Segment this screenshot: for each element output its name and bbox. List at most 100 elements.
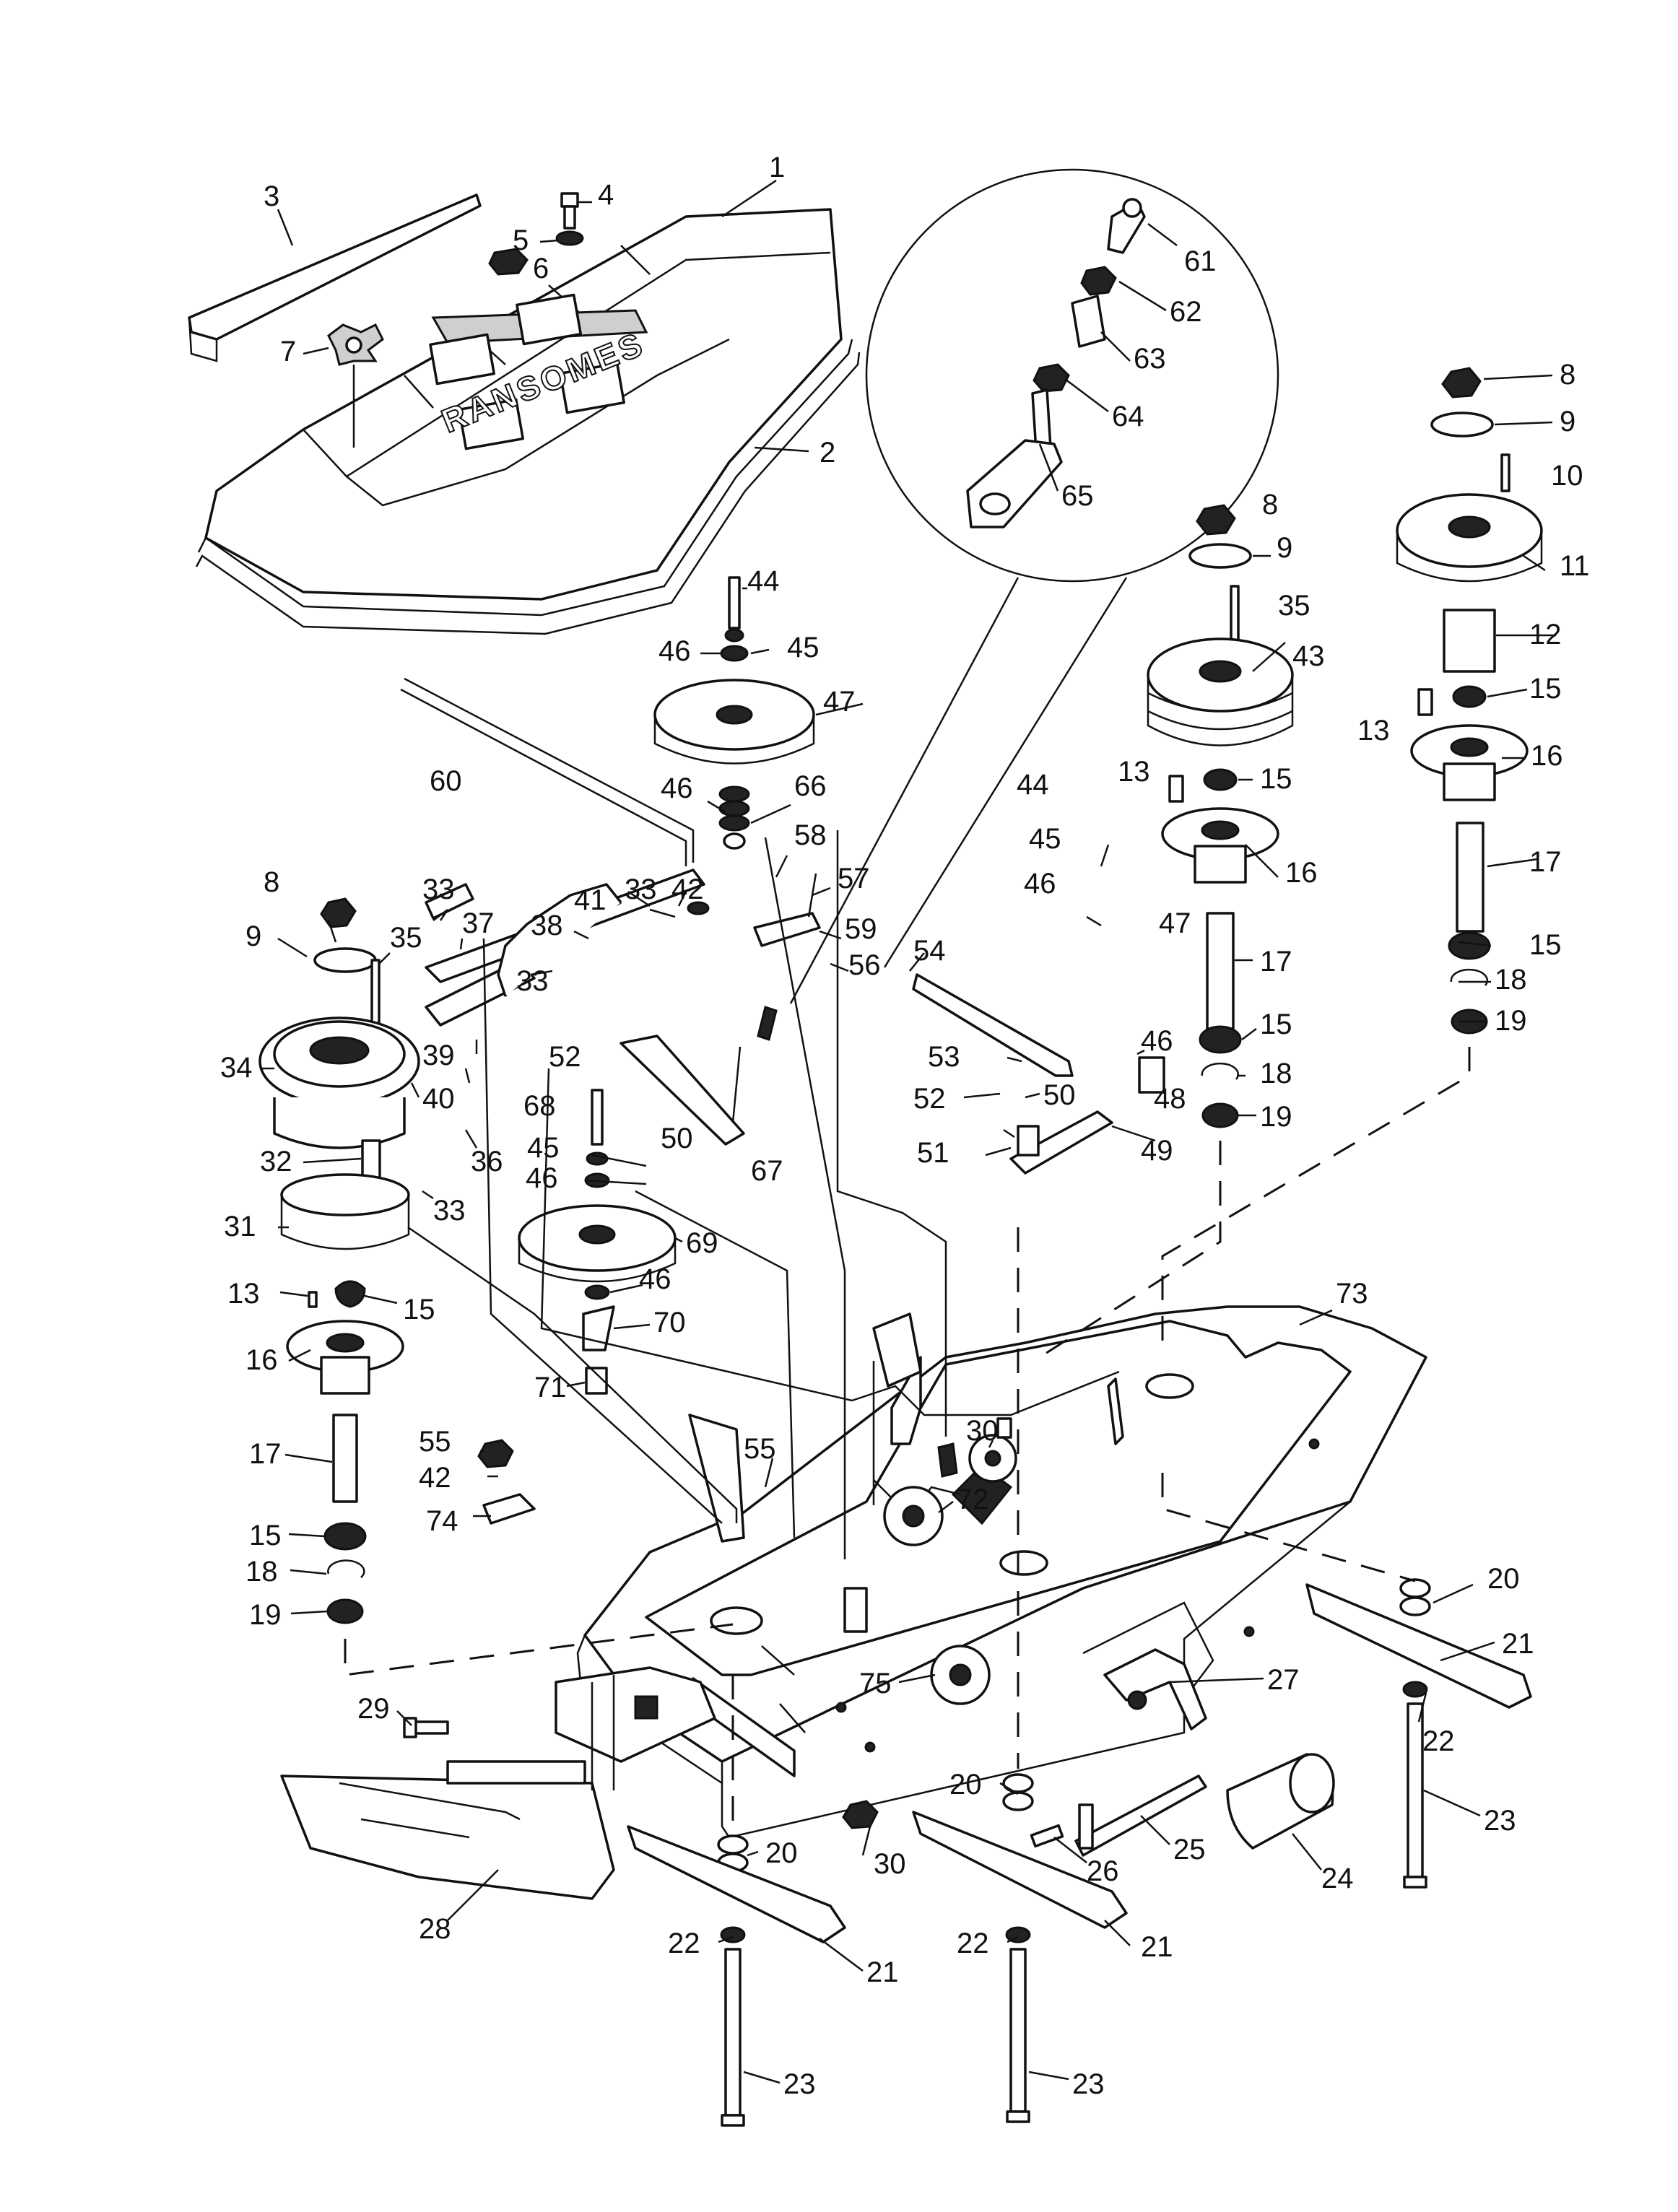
- callout-20-right: 20: [1487, 1563, 1520, 1595]
- clip-part-74: [482, 1493, 536, 1525]
- callout-27: 27: [1267, 1664, 1300, 1696]
- callout-5: 5: [513, 225, 529, 256]
- callout-15-right-top: 15: [1529, 673, 1562, 705]
- callout-55-left: 55: [419, 1426, 451, 1458]
- nut-part-55-left: [477, 1439, 514, 1468]
- rod-end-part-61: [1107, 198, 1146, 254]
- spindle-housing-part-16-right: [1410, 724, 1529, 801]
- callout-21-center: 21: [1141, 1931, 1173, 1963]
- callout-12: 12: [1529, 619, 1562, 650]
- callout-38: 38: [531, 910, 563, 941]
- callout-67: 67: [751, 1155, 783, 1187]
- callout-17-center: 17: [1260, 946, 1292, 977]
- callout-17-left: 17: [249, 1438, 282, 1470]
- callout-33-a: 33: [422, 874, 455, 905]
- gear-part-30-deck: [968, 1434, 1017, 1483]
- callout-15-left-bottom: 15: [249, 1520, 282, 1551]
- callout-20-center: 20: [949, 1769, 982, 1800]
- callout-63: 63: [1134, 343, 1166, 375]
- chute-hinge: [555, 1666, 716, 1790]
- threaded-bracket-part-65: [966, 388, 1063, 528]
- callout-1: 1: [769, 152, 785, 183]
- callout-6: 6: [533, 253, 549, 284]
- leader-lines: [260, 179, 1556, 2084]
- callout-labels: 1 2 3 4 5 6 7 8 8 8 9 9 9 10 11 12 13 13…: [220, 152, 1590, 2100]
- callout-39: 39: [422, 1040, 455, 1071]
- callout-19-left: 19: [249, 1599, 282, 1631]
- callout-21-right: 21: [1502, 1628, 1534, 1660]
- callout-13-center: 13: [1118, 756, 1150, 788]
- callout-10: 10: [1551, 460, 1583, 492]
- roller-part-24: [1226, 1753, 1335, 1850]
- callout-29: 29: [357, 1693, 390, 1725]
- callout-75: 75: [859, 1668, 892, 1699]
- blade-assembly-right: [1305, 1578, 1532, 1889]
- callout-69: 69: [686, 1227, 718, 1259]
- callout-46-right: 46: [1141, 1025, 1173, 1057]
- pivot-bracket-part-59: [753, 912, 821, 947]
- nut-part-6: [488, 248, 529, 276]
- callout-64: 64: [1112, 401, 1144, 432]
- callout-52-right: 52: [913, 1083, 946, 1115]
- callout-60: 60: [430, 765, 462, 797]
- right-spindle-stack: [1396, 367, 1543, 1035]
- callout-33-c: 33: [516, 965, 549, 997]
- callout-32: 32: [260, 1146, 292, 1177]
- callout-9-center: 9: [1277, 532, 1292, 564]
- callout-15-right-bottom: 15: [1529, 929, 1562, 961]
- callout-53: 53: [928, 1041, 960, 1073]
- callout-17-right: 17: [1529, 846, 1562, 878]
- callout-13-left: 13: [227, 1278, 260, 1310]
- callout-46-stack: 46: [661, 772, 693, 804]
- callout-8-center: 8: [1262, 489, 1278, 521]
- cover-strip-part-3: [188, 193, 482, 362]
- callout-72: 72: [957, 1484, 989, 1515]
- callout-23-left: 23: [783, 2068, 816, 2100]
- callout-46-upper: 46: [658, 635, 691, 667]
- deck-cover: RANSOMES: [195, 208, 861, 635]
- callout-8-left: 8: [264, 866, 279, 898]
- callout-55-deck: 55: [744, 1433, 776, 1465]
- callout-9-right: 9: [1560, 406, 1575, 437]
- callout-65: 65: [1061, 480, 1094, 512]
- tension-linkage: [400, 677, 1165, 1175]
- callout-18-center: 18: [1260, 1058, 1292, 1089]
- callout-71: 71: [534, 1372, 567, 1403]
- bolt-part-4: [560, 192, 579, 230]
- callout-7: 7: [280, 336, 296, 367]
- coupler-part-63: [1071, 295, 1106, 348]
- callout-23-right: 23: [1484, 1805, 1516, 1837]
- callout-22-left: 22: [668, 1928, 700, 1959]
- callout-41: 41: [574, 884, 607, 916]
- callout-42-lower: 42: [419, 1462, 451, 1494]
- deck-pan-part-73: [576, 1305, 1427, 1839]
- callout-30-bottom: 30: [874, 1848, 906, 1880]
- callout-15-center-top: 15: [1260, 763, 1292, 795]
- callout-52-left: 52: [549, 1041, 581, 1073]
- callout-46-lower-b: 46: [639, 1263, 671, 1295]
- callout-46-center: 46: [1024, 868, 1056, 900]
- knob-part-7: [327, 323, 384, 448]
- callout-47-upper: 47: [823, 686, 856, 718]
- alignment-lines: [344, 830, 1471, 1834]
- shield-part-31: [280, 1173, 410, 1250]
- chute-part-28: [280, 1760, 615, 1900]
- callout-42-upper: 42: [671, 874, 704, 905]
- callout-37: 37: [462, 907, 495, 939]
- callout-57: 57: [838, 863, 870, 894]
- callout-15-center-bottom: 15: [1260, 1009, 1292, 1040]
- callout-18-left: 18: [245, 1556, 278, 1588]
- callout-68: 68: [523, 1090, 556, 1122]
- callout-33-d: 33: [433, 1195, 466, 1227]
- bolt-part-26: [1030, 1824, 1064, 1848]
- callout-51: 51: [917, 1137, 949, 1169]
- callout-35-left: 35: [390, 922, 422, 954]
- washer-part-5: [555, 230, 584, 246]
- callout-2: 2: [820, 437, 835, 469]
- callout-31: 31: [224, 1211, 256, 1242]
- callout-30-deck: 30: [966, 1415, 999, 1447]
- gear-part-72: [883, 1486, 944, 1546]
- callout-35-center: 35: [1278, 590, 1310, 622]
- callout-16-left: 16: [245, 1344, 278, 1376]
- callout-45-upper: 45: [787, 632, 820, 663]
